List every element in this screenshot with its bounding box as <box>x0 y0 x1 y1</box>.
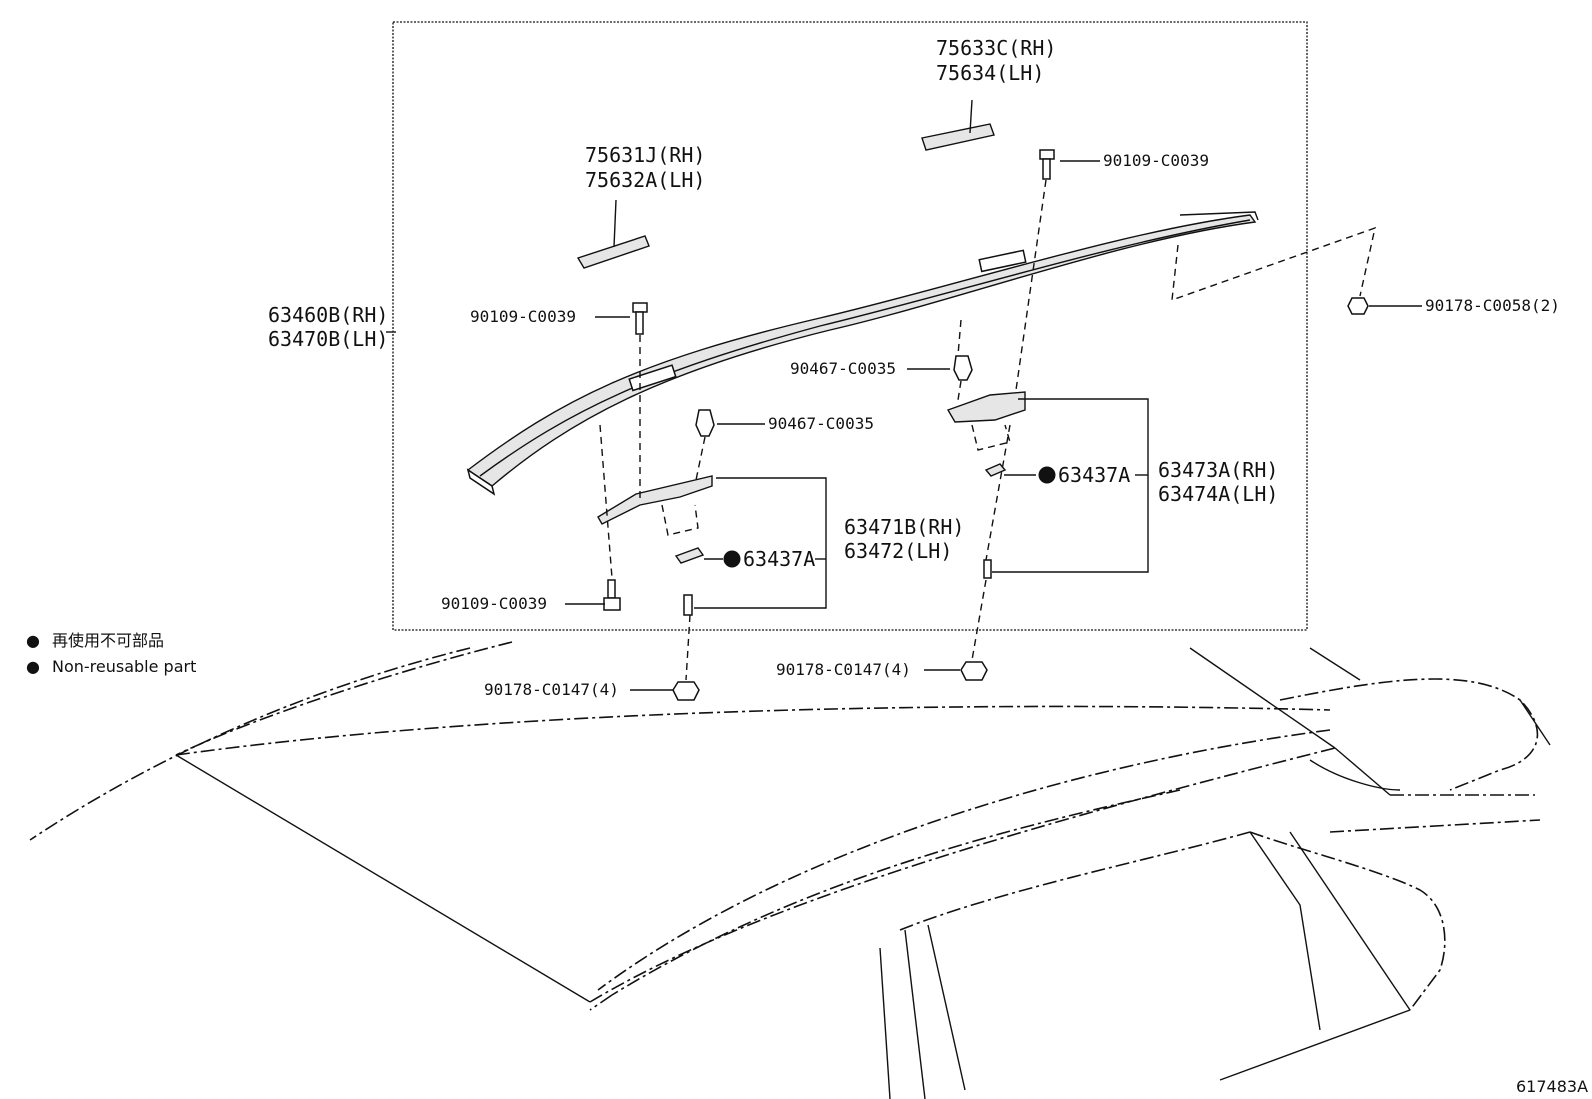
label-trim-lh: 75634(LH) <box>936 61 1044 85</box>
gasket-rear <box>984 463 1007 477</box>
label-nut-bottom-right: 90178-C0147(4) <box>776 660 911 679</box>
bracket-rear <box>946 391 1026 423</box>
bolt-left-mid <box>632 302 648 335</box>
cover-front <box>576 235 650 269</box>
label-bolt-top-right: 90109-C0039 <box>1103 151 1209 170</box>
label-bracket-right-lh: 63474A(LH) <box>1158 482 1278 506</box>
gasket-front <box>674 547 705 564</box>
label-cover-rh: 75631J(RH) <box>585 143 705 167</box>
figure-code: 617483A <box>1516 1077 1588 1096</box>
bracket-front <box>597 475 713 525</box>
label-clip-right: 90467-C0035 <box>790 359 896 378</box>
nut-bottom-left <box>672 681 700 701</box>
label-gasket-left: 63437A <box>743 547 815 571</box>
legend: ● 再使用不可部品 ● Non-reusable part <box>26 631 196 676</box>
detail-frame <box>392 21 1308 631</box>
clip-right <box>953 355 973 381</box>
vehicle-body-outline <box>29 641 1551 1099</box>
filled-circle-icon <box>1038 466 1056 484</box>
filled-circle-icon <box>723 550 741 568</box>
label-nut-bottom-left: 90178-C0147(4) <box>484 680 619 699</box>
clip-left <box>695 409 715 437</box>
label-rail-rh: 63460B(RH) <box>268 303 388 327</box>
legend-text-en: Non-reusable part <box>52 657 196 676</box>
bolt-top-right <box>1039 149 1055 180</box>
label-clip-left: 90467-C0035 <box>768 414 874 433</box>
assembly-lines <box>599 179 1376 681</box>
cover-rear <box>921 123 995 151</box>
label-rail-lh: 63470B(LH) <box>268 327 388 351</box>
label-trim-rh: 75633C(RH) <box>936 36 1056 60</box>
label-bolt-left-mid: 90109-C0039 <box>470 307 576 326</box>
nut-far-right <box>1347 297 1369 315</box>
stud-rear <box>983 559 992 579</box>
label-bracket-right-rh: 63473A(RH) <box>1158 458 1278 482</box>
nut-bottom-right <box>960 661 988 681</box>
label-cover-lh: 75632A(LH) <box>585 168 705 192</box>
label-bolt-left-low: 90109-C0039 <box>441 594 547 613</box>
label-bracket-left-rh: 63471B(RH) <box>844 515 964 539</box>
bolt-left-low <box>603 579 621 611</box>
legend-bullet-en: ● <box>26 657 40 676</box>
label-gasket-right: 63437A <box>1058 463 1130 487</box>
legend-text-jp: 再使用不可部品 <box>52 631 164 650</box>
label-bracket-left-lh: 63472(LH) <box>844 539 952 563</box>
leader-lines <box>386 99 1422 691</box>
roof-rail <box>466 211 1259 496</box>
legend-bullet-jp: ● <box>26 631 40 650</box>
label-nut-far-right: 90178-C0058(2) <box>1425 296 1560 315</box>
stud-front <box>683 594 693 616</box>
